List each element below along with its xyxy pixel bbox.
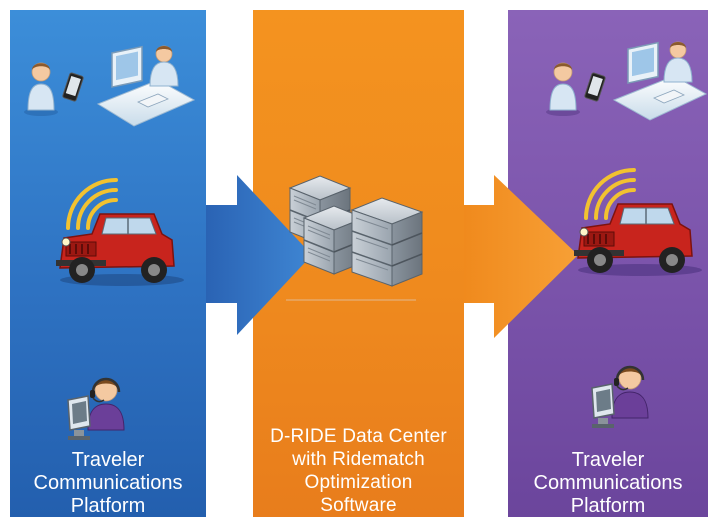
arrow-right-icon — [206, 175, 312, 335]
right-caption-line-1: Traveler — [571, 449, 645, 471]
data-center-caption: D-RIDE Data Center with Ridematch Optimi… — [253, 425, 464, 517]
mid-caption-line-2: with Ridematch — [292, 449, 425, 470]
jeep-with-signal-icon — [574, 168, 702, 276]
left-platform-caption: Traveler Communications Platform — [10, 449, 206, 518]
server-rack-icon — [286, 175, 424, 301]
person-with-phone-icon — [546, 62, 606, 116]
desktop-user-icon — [612, 41, 708, 121]
left-caption-line-3: Platform — [70, 495, 146, 517]
call-center-agent-icon — [67, 377, 125, 440]
mid-caption-line-1: D-RIDE Data Center — [270, 426, 447, 447]
person-with-phone-icon — [24, 62, 84, 116]
arrow-right-icon — [464, 175, 578, 338]
left-caption-line-1: Traveler — [71, 449, 145, 471]
jeep-with-signal-icon — [56, 178, 184, 286]
left-caption-line-2: Communications — [33, 472, 183, 494]
mid-caption-line-3: Optimization — [304, 472, 413, 493]
right-platform-caption: Traveler Communications Platform — [508, 449, 708, 518]
desktop-user-icon — [96, 45, 196, 127]
right-caption-line-3: Platform — [570, 495, 646, 517]
right-caption-line-2: Communications — [533, 472, 683, 494]
mid-caption-line-4: Software — [320, 495, 397, 516]
call-center-agent-icon — [591, 365, 649, 428]
